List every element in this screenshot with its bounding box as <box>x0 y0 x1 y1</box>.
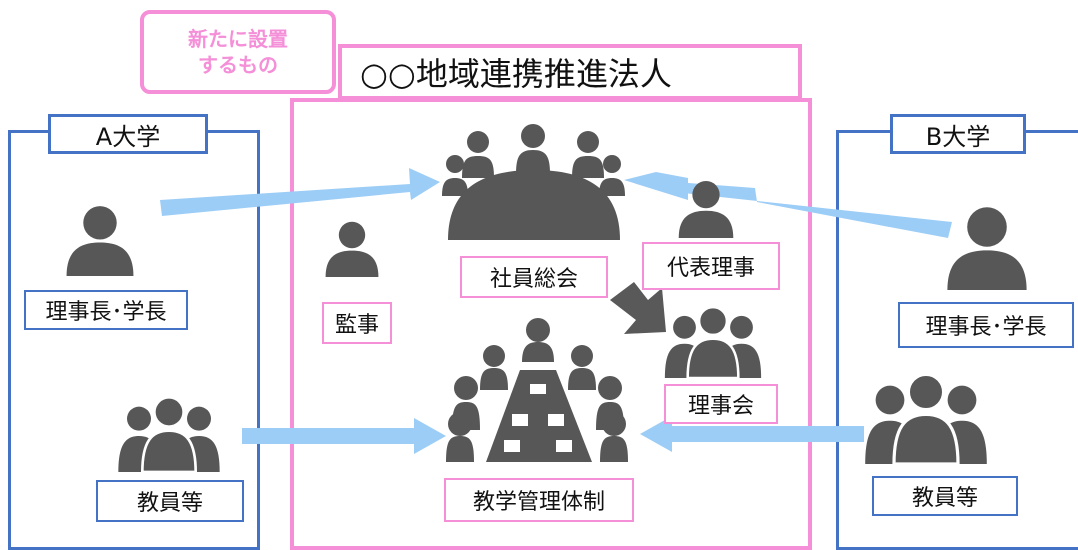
light-blue-arrows <box>160 168 952 454</box>
university-b-faculty-icon <box>863 372 989 466</box>
general-meeting-icon <box>442 124 625 240</box>
university-b-head-label: 理事長･学長 <box>898 302 1074 348</box>
auditor-person-icon <box>325 221 379 277</box>
curriculum-system-label: 教学管理体制 <box>444 478 634 522</box>
curriculum-management-icon <box>446 318 628 462</box>
arrow-b-head-to-meeting-tip <box>624 172 688 200</box>
general-meeting-label: 社員総会 <box>460 256 608 298</box>
badge-line-1: 新たに設置 <box>188 27 288 51</box>
arrow-b-faculty-to-curriculum <box>640 416 864 452</box>
university-b-name: B大学 <box>890 114 1026 154</box>
university-a-name: A大学 <box>48 114 208 154</box>
new-establishment-badge: 新たに設置 するもの <box>140 10 336 94</box>
badge-line-2: するもの <box>198 53 278 77</box>
university-a-faculty-icon <box>116 395 222 472</box>
arrow-a-faculty-to-curriculum <box>242 418 446 454</box>
board-label: 理事会 <box>664 384 778 424</box>
university-a-head-icon <box>66 206 134 276</box>
arrow-meeting-to-board <box>610 282 666 334</box>
university-a-faculty-label: 教員等 <box>96 480 244 522</box>
university-a-head-label: 理事長･学長 <box>24 290 188 330</box>
corporation-title: ○○地域連携推進法人 <box>338 44 802 100</box>
arrow-b-head-to-meeting <box>674 182 952 238</box>
auditor-label: 監事 <box>322 302 392 344</box>
arrow-a-head-to-meeting <box>160 168 440 216</box>
board-group-icon <box>663 305 763 378</box>
representative-director-label: 代表理事 <box>642 242 780 290</box>
university-b-faculty-label: 教員等 <box>872 476 1018 516</box>
university-b-head-icon <box>947 207 1027 290</box>
